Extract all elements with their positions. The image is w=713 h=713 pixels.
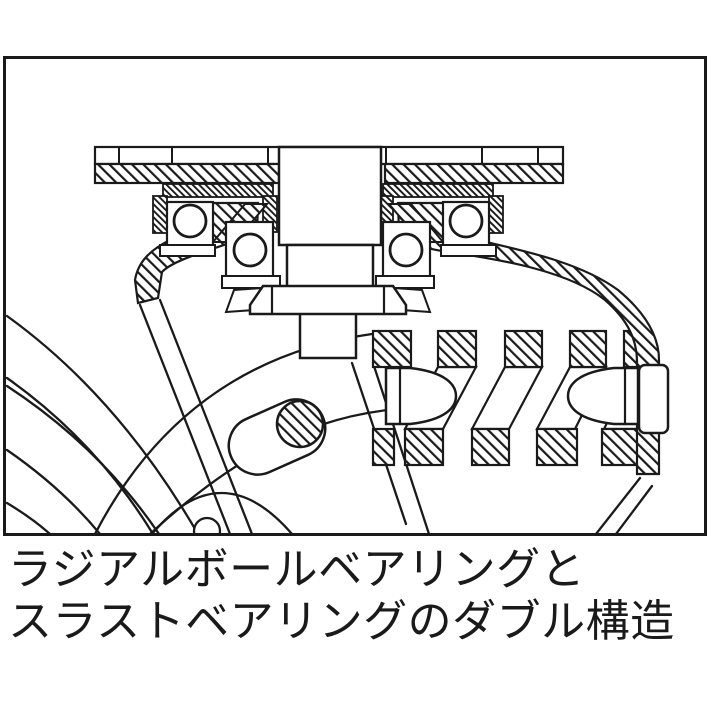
kingpin [248, 145, 408, 360]
kingpin-upper [277, 145, 383, 247]
thrust-bearing [159, 200, 497, 257]
caption-line-1: ラジアルボールベアリングと [8, 544, 586, 595]
hub-cushion-right [566, 366, 640, 426]
diagram-caption: ラジアルボールベアリングと スラストベアリングのダブル構造 [8, 544, 708, 648]
radial-ball-left [232, 232, 268, 268]
hub-cushion-left [384, 366, 458, 426]
plate-section-left [93, 162, 281, 185]
thrust-inner-race-left [159, 244, 216, 257]
diagram-frame [3, 56, 707, 536]
kingpin-stem [298, 310, 358, 360]
wheel-bottom-hump [151, 491, 293, 533]
caption-line-2: スラストベアリングのダブル構造 [8, 596, 675, 647]
wheel-bottom-hole [192, 516, 222, 533]
thrust-ball-left [172, 203, 208, 239]
kingpin-nut [248, 284, 408, 316]
axle-pin-section [275, 399, 325, 449]
axle-nut [637, 363, 670, 435]
thrust-inner-race-right [440, 244, 497, 257]
tread-blocks [371, 329, 642, 467]
thrust-ball-right [448, 203, 484, 239]
plate-section-right [383, 162, 565, 185]
radial-ball-right [388, 232, 424, 268]
